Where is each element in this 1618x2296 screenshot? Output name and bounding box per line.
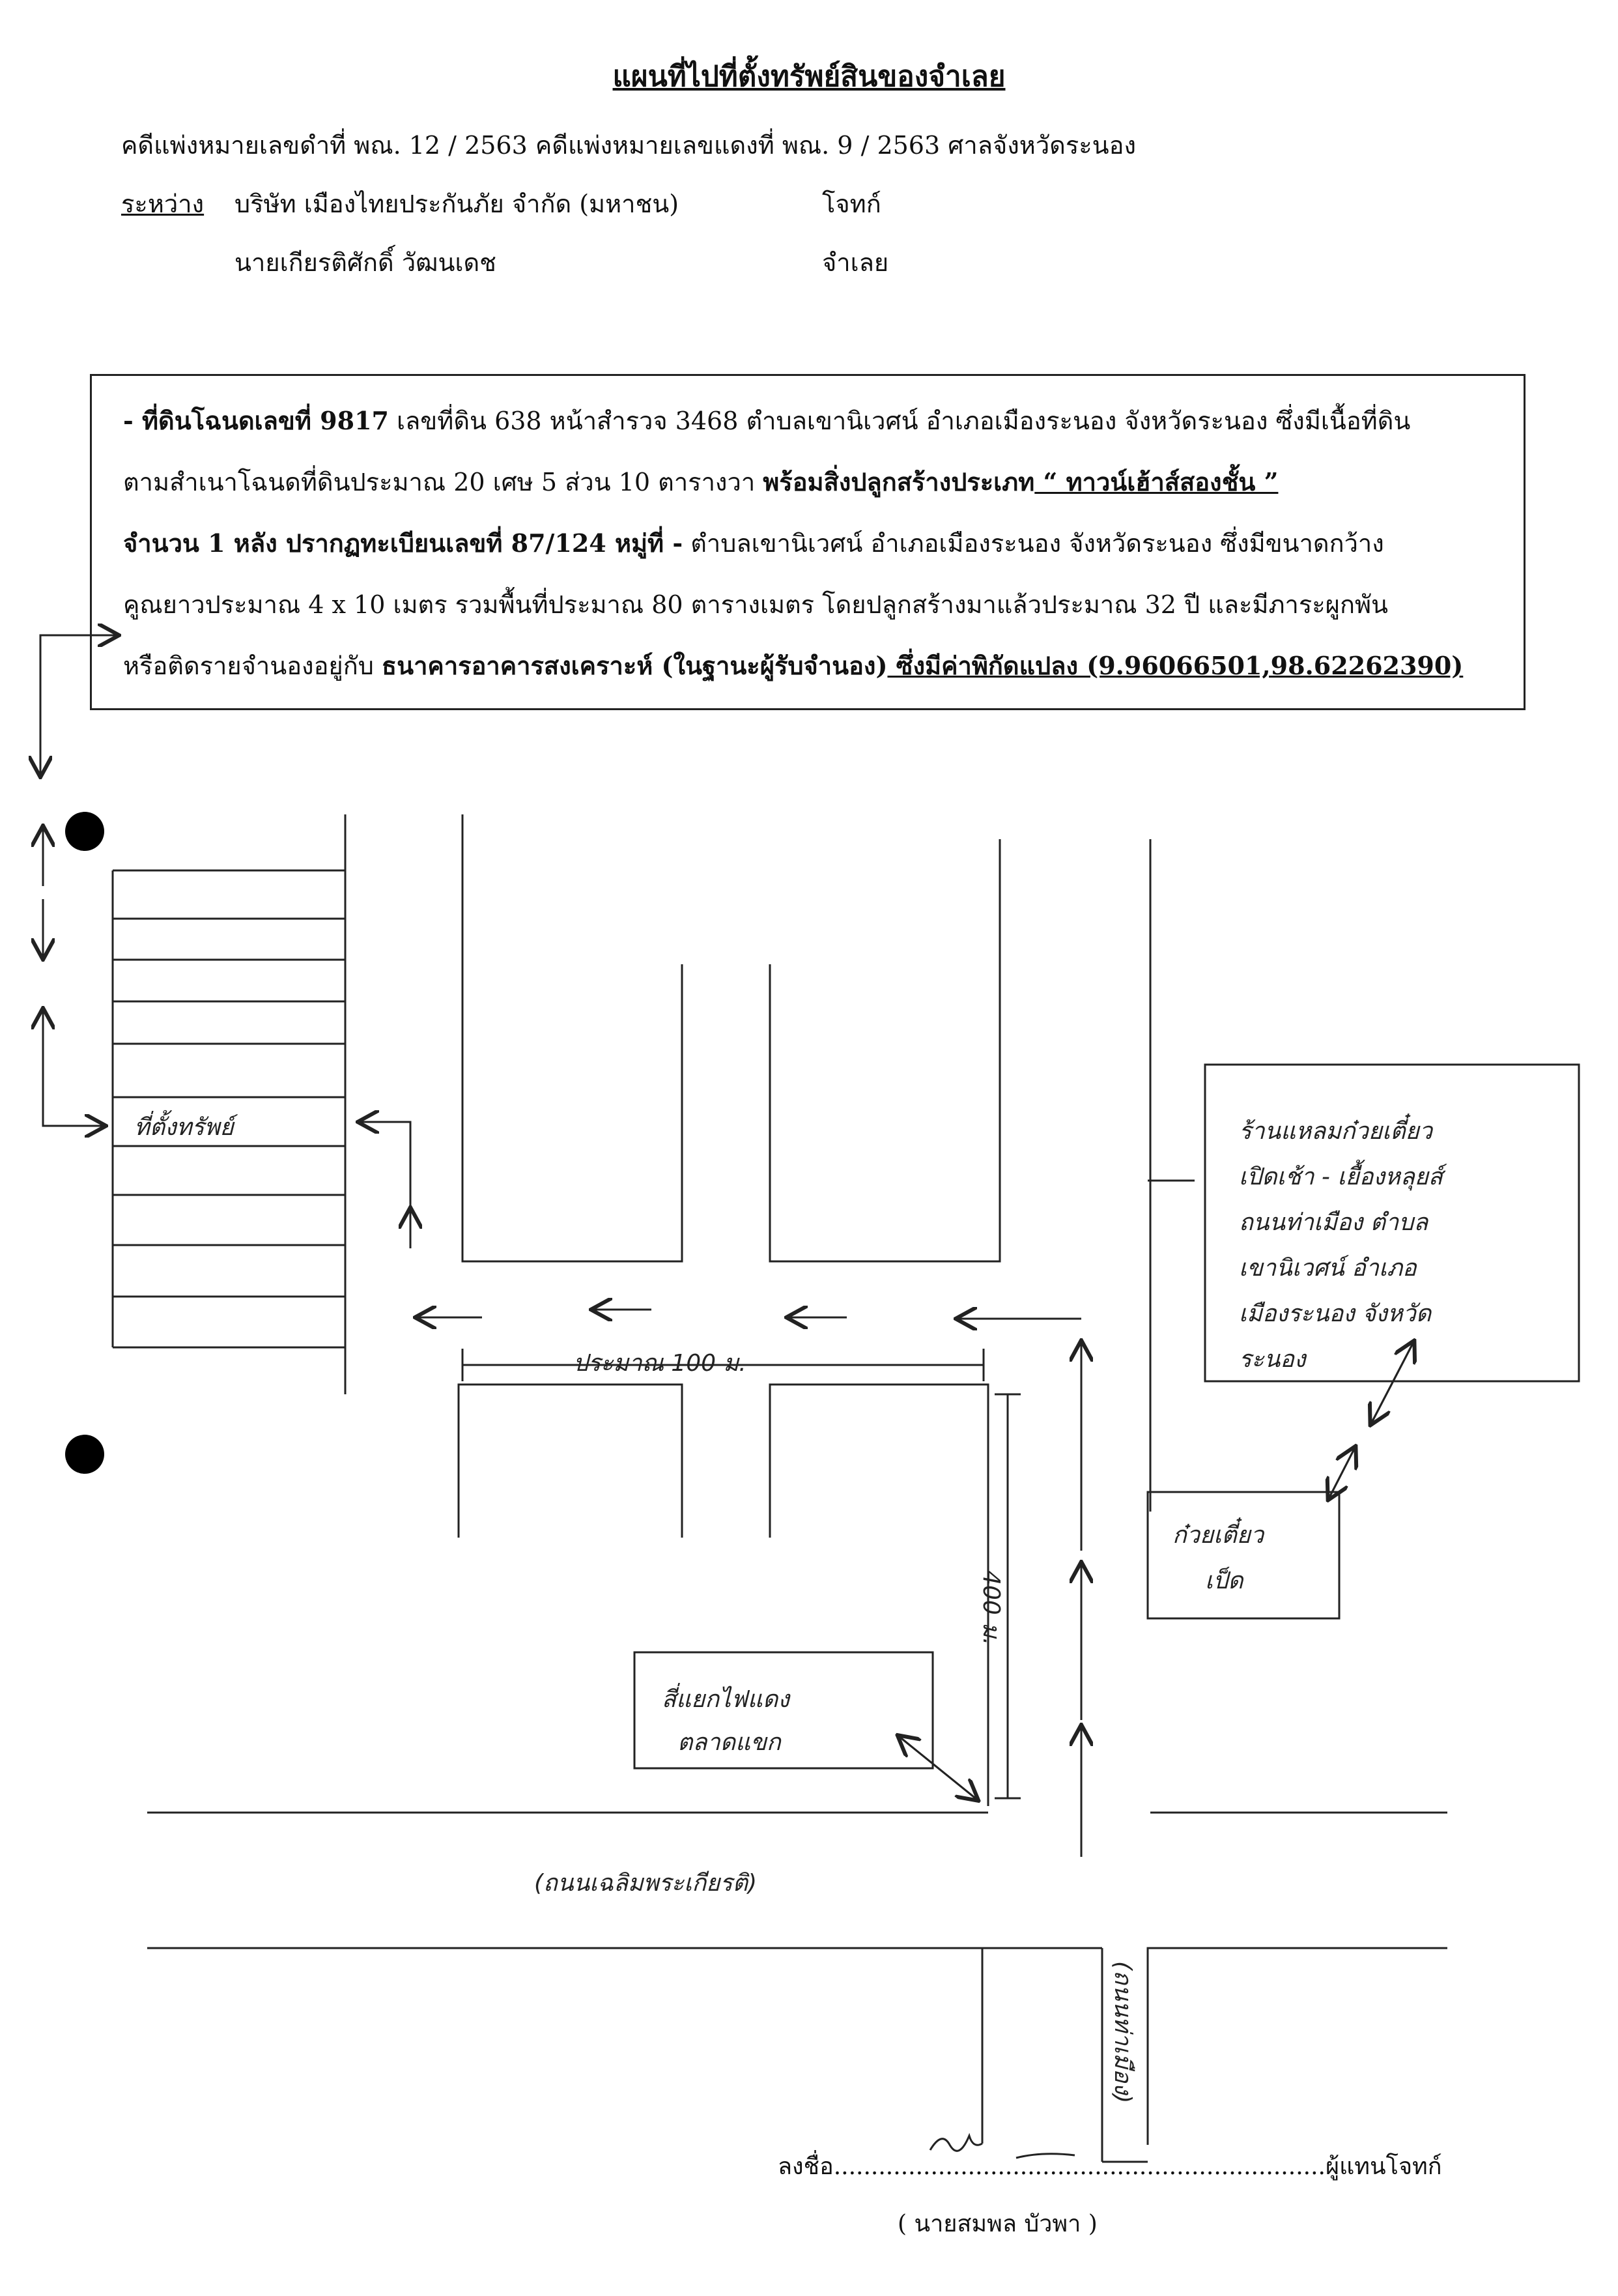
plaintiff-role: โจทก์: [822, 190, 881, 218]
noodle-box-line-1: ก๋วยเตี๋ยว: [1172, 1517, 1265, 1549]
description-line-1: - ที่ดินโฉนดเลขที่ 9817 เลขที่ดิน 638 หน…: [123, 406, 1411, 435]
signature-dots: ........................................…: [833, 2153, 1326, 2180]
main-road-lower-right: [1146, 1947, 1447, 2145]
traffic-light-box: [633, 1651, 934, 1770]
shop-note-line-1: ร้านแหลมก๋วยเตี๋ยว: [1239, 1113, 1434, 1145]
main-road-label: (ถนนเฉลิมพระเกียรติ): [534, 1870, 757, 1897]
shop-note-line-3: ถนนท่าเมือง ตำบล: [1239, 1209, 1429, 1236]
traffic-light-line-2: ตลาดแขก: [677, 1729, 782, 1756]
plaintiff-name: บริษัท เมืองไทยประกันภัย จำกัด (มหาชน): [234, 190, 679, 218]
shop-note-line-2: เปิดเช้า - เยื้องหลุยส์: [1239, 1159, 1447, 1191]
noodle-box-line-2: เป็ด: [1205, 1566, 1244, 1594]
mortgagee: ธนาคารอาคารสงเคราะห์ (ในฐานะผู้รับจำนอง): [381, 651, 888, 680]
document-title: แผนที่ไปที่ตั้งทรัพย์สินของจำเลย: [612, 60, 1006, 93]
description-line-3: จำนวน 1 หลัง ปรากฏทะเบียนเลขที่ 87/124 ห…: [123, 528, 1384, 558]
sign-suffix: ผู้แทนโจทก์: [1325, 2153, 1442, 2180]
description-line-2: ตามสำเนาโฉนดที่ดินประมาณ 20 เศษ 5 ส่วน 1…: [123, 467, 1279, 496]
sign-prefix: ลงชื่อ: [778, 2153, 834, 2180]
townhouse-row-block: [111, 814, 347, 1394]
property-label: ที่ตั้งทรัพย์: [134, 1110, 238, 1141]
defendant-role: จำเลย: [822, 248, 889, 277]
description-line-4: คูณยาวประมาณ 4 x 10 เมตร รวมพื้นที่ประมา…: [123, 590, 1388, 619]
traffic-light-line-1: สี่แยกไฟแดง: [662, 1682, 791, 1713]
punch-hole-top: [65, 812, 104, 851]
distance-100-label: ประมาณ 100 ม.: [573, 1350, 746, 1377]
between-label: ระหว่าง: [121, 190, 205, 218]
deed-number: - ที่ดินโฉนดเลขที่ 9817: [123, 406, 389, 435]
shop-note-line-4: เขานิเวศน์ อำเภอ: [1239, 1255, 1417, 1282]
signature-line: ลงชื่อ..................................…: [778, 2147, 1442, 2185]
coordinates: ซึ่งมีค่าพิกัดแปลง (9.96066501,98.622623…: [887, 651, 1464, 680]
shop-note-line-6: ระนอง: [1239, 1346, 1307, 1373]
property-description-box: - ที่ดินโฉนดเลขที่ 9817 เลขที่ดิน 638 หน…: [90, 374, 1526, 710]
signer-name: ( นายสมพล บัวพา ): [898, 2211, 1098, 2237]
distance-400-label: 400 ม.: [978, 1570, 1004, 1645]
case-number-line: คดีแพ่งหมายเลขดำที่ พณ. 12 / 2563 คดีแพ่…: [121, 131, 1137, 160]
description-line-5: หรือติดรายจำนองอยู่กับ ธนาคารอาคารสงเครา…: [123, 651, 1464, 680]
shop-note-line-5: เมืองระนอง จังหวัด: [1239, 1300, 1432, 1327]
noodle-shop-box: [1146, 1491, 1341, 1620]
building-type: “ ทาวน์เฮ้าส์สองชั้น ”: [1034, 467, 1279, 496]
punch-hole-bottom: [65, 1435, 104, 1474]
defendant-name: นายเกียรติศักดิ์ วัฒนเดช: [234, 248, 496, 277]
signature-scribble: [929, 2132, 983, 2152]
side-road-label: (ถนนท่าเมือง): [1109, 1961, 1136, 2103]
shop-note-box: [1204, 1063, 1580, 1383]
